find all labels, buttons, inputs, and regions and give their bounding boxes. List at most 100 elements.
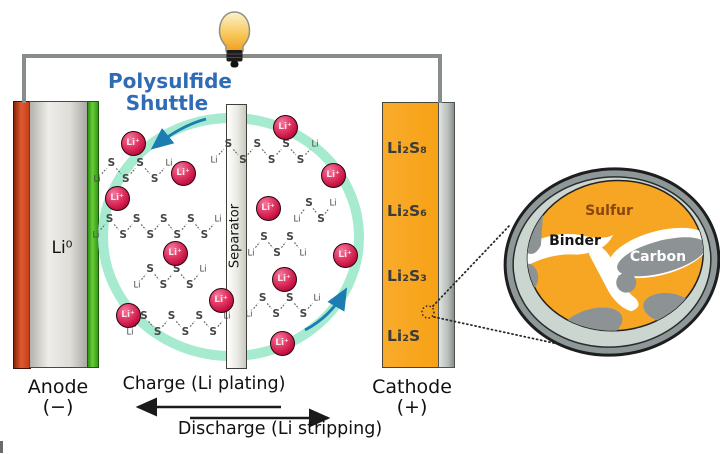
lithium-ion: Li⁺	[269, 330, 295, 356]
chain-s-atom: S	[154, 326, 162, 338]
sulfur-bond	[167, 224, 174, 230]
binder-region-center	[589, 242, 639, 312]
chain-li-atom: Li	[210, 156, 217, 166]
chain-s-atom: S	[260, 231, 268, 243]
chain-li-atom: Li	[329, 199, 336, 209]
sulfur-bond	[280, 242, 287, 248]
lithium-ion: Li⁺	[170, 160, 196, 186]
chain-s-atom: S	[317, 213, 325, 225]
sulfur-bond	[189, 321, 196, 327]
lithium-ion: Li⁺	[332, 242, 358, 268]
polysulfide-shuttle-label: Polysulfide Shuttle	[108, 69, 232, 116]
sulfur-bond	[175, 321, 182, 327]
anode-material-label: Li⁰	[51, 238, 73, 258]
sulfur-bond	[276, 149, 282, 155]
lithium-ion: Li⁺	[320, 162, 346, 188]
scan-artifact	[0, 441, 3, 453]
lithium-ion: Li⁺	[104, 185, 130, 211]
chain-s-atom: S	[160, 279, 168, 291]
chain-s-atom: S	[305, 197, 313, 209]
cathode-current-collector	[438, 102, 455, 368]
sulfur-bond	[253, 303, 259, 309]
chain-s-atom: S	[272, 308, 280, 320]
chain-li-atom: Li	[93, 175, 100, 185]
chain-s-atom: S	[268, 154, 276, 166]
chain-s-atom: S	[182, 326, 190, 338]
anode-polarity: (−)	[42, 396, 74, 418]
carbon-blob-tail	[616, 272, 637, 293]
chain-li-atom: Li	[311, 140, 318, 150]
sulfur-bond	[154, 224, 160, 230]
chain-li-atom: Li	[133, 281, 140, 291]
chain-s-atom: S	[273, 247, 281, 259]
chain-s-atom: S	[196, 310, 204, 322]
light-bulb-icon	[218, 11, 251, 68]
anode-lithium-bar	[29, 101, 89, 368]
sulfur-bond	[247, 149, 253, 155]
zoom-source-circle	[421, 305, 435, 319]
cathode-sulfur-bar	[382, 102, 440, 368]
chain-s-atom: S	[286, 231, 294, 243]
shuttle-label-line1: Polysulfide	[108, 69, 232, 93]
sulfur-bond	[193, 274, 199, 280]
sulfur-bond	[180, 274, 186, 280]
sulfur-bond	[144, 168, 151, 174]
sulfur-bond	[254, 242, 261, 248]
sulfur-bond	[148, 321, 154, 327]
sulfur-bond	[101, 168, 107, 174]
lithium-ion: Li⁺	[208, 287, 234, 313]
lithium-ion: Li⁺	[271, 266, 297, 292]
sulfur-bond	[305, 149, 311, 155]
chain-s-atom: S	[259, 292, 267, 304]
lithium-ion: Li⁺	[115, 302, 141, 328]
chain-s-atom: S	[160, 213, 168, 225]
sulfur-bond	[300, 208, 306, 214]
lithium-ion: Li⁺	[162, 240, 188, 266]
binder-label: Binder	[549, 233, 601, 249]
chain-s-atom: S	[239, 154, 247, 166]
sulfur-bond	[218, 149, 224, 155]
cathode-magnifier	[503, 167, 720, 357]
shuttle-label-line2: Shuttle	[125, 91, 209, 116]
chain-li-atom: Li	[245, 310, 252, 320]
chain-s-atom: S	[282, 138, 290, 150]
sulfur-bond	[324, 208, 330, 214]
cathode-species-label: Li₂S₆	[387, 202, 427, 220]
chain-s-atom: S	[286, 292, 294, 304]
sulfur-bond	[266, 303, 273, 309]
chain-s-atom: S	[168, 310, 176, 322]
charge-label: Charge (Li plating)	[122, 374, 286, 394]
sulfur-bond	[280, 303, 286, 309]
lithium-ion: Li⁺	[272, 114, 298, 140]
chain-s-atom: S	[173, 263, 181, 275]
sulfur-bond	[113, 224, 119, 230]
chain-li-atom: Li	[214, 215, 221, 225]
sulfur-bond	[195, 224, 201, 230]
chain-s-atom: S	[122, 173, 130, 185]
sulfur-bond	[159, 168, 165, 174]
anode-label: Anode	[27, 376, 89, 398]
chain-s-atom: S	[133, 213, 141, 225]
polysulfide-chains: LiSSSSLiLiSSSSSSSSLiLiSSSSLiLiSSSSSSLiLi…	[92, 138, 336, 338]
cathode-species-label: Li₂S₃	[387, 267, 427, 285]
chain-s-atom: S	[119, 229, 127, 241]
sulfur-bond	[293, 303, 300, 309]
carbon-label: Carbon	[629, 249, 687, 265]
sulfur-bond	[307, 303, 313, 309]
lithium-ion: Li⁺	[255, 195, 281, 221]
chain-s-atom: S	[254, 138, 262, 150]
sulfur-bond	[267, 242, 274, 248]
sulfur-bond	[100, 224, 106, 230]
chain-s-atom: S	[186, 279, 194, 291]
chain-li-atom: Li	[126, 328, 133, 338]
chain-li-atom: Li	[247, 249, 254, 259]
sulfur-bond	[290, 149, 297, 155]
